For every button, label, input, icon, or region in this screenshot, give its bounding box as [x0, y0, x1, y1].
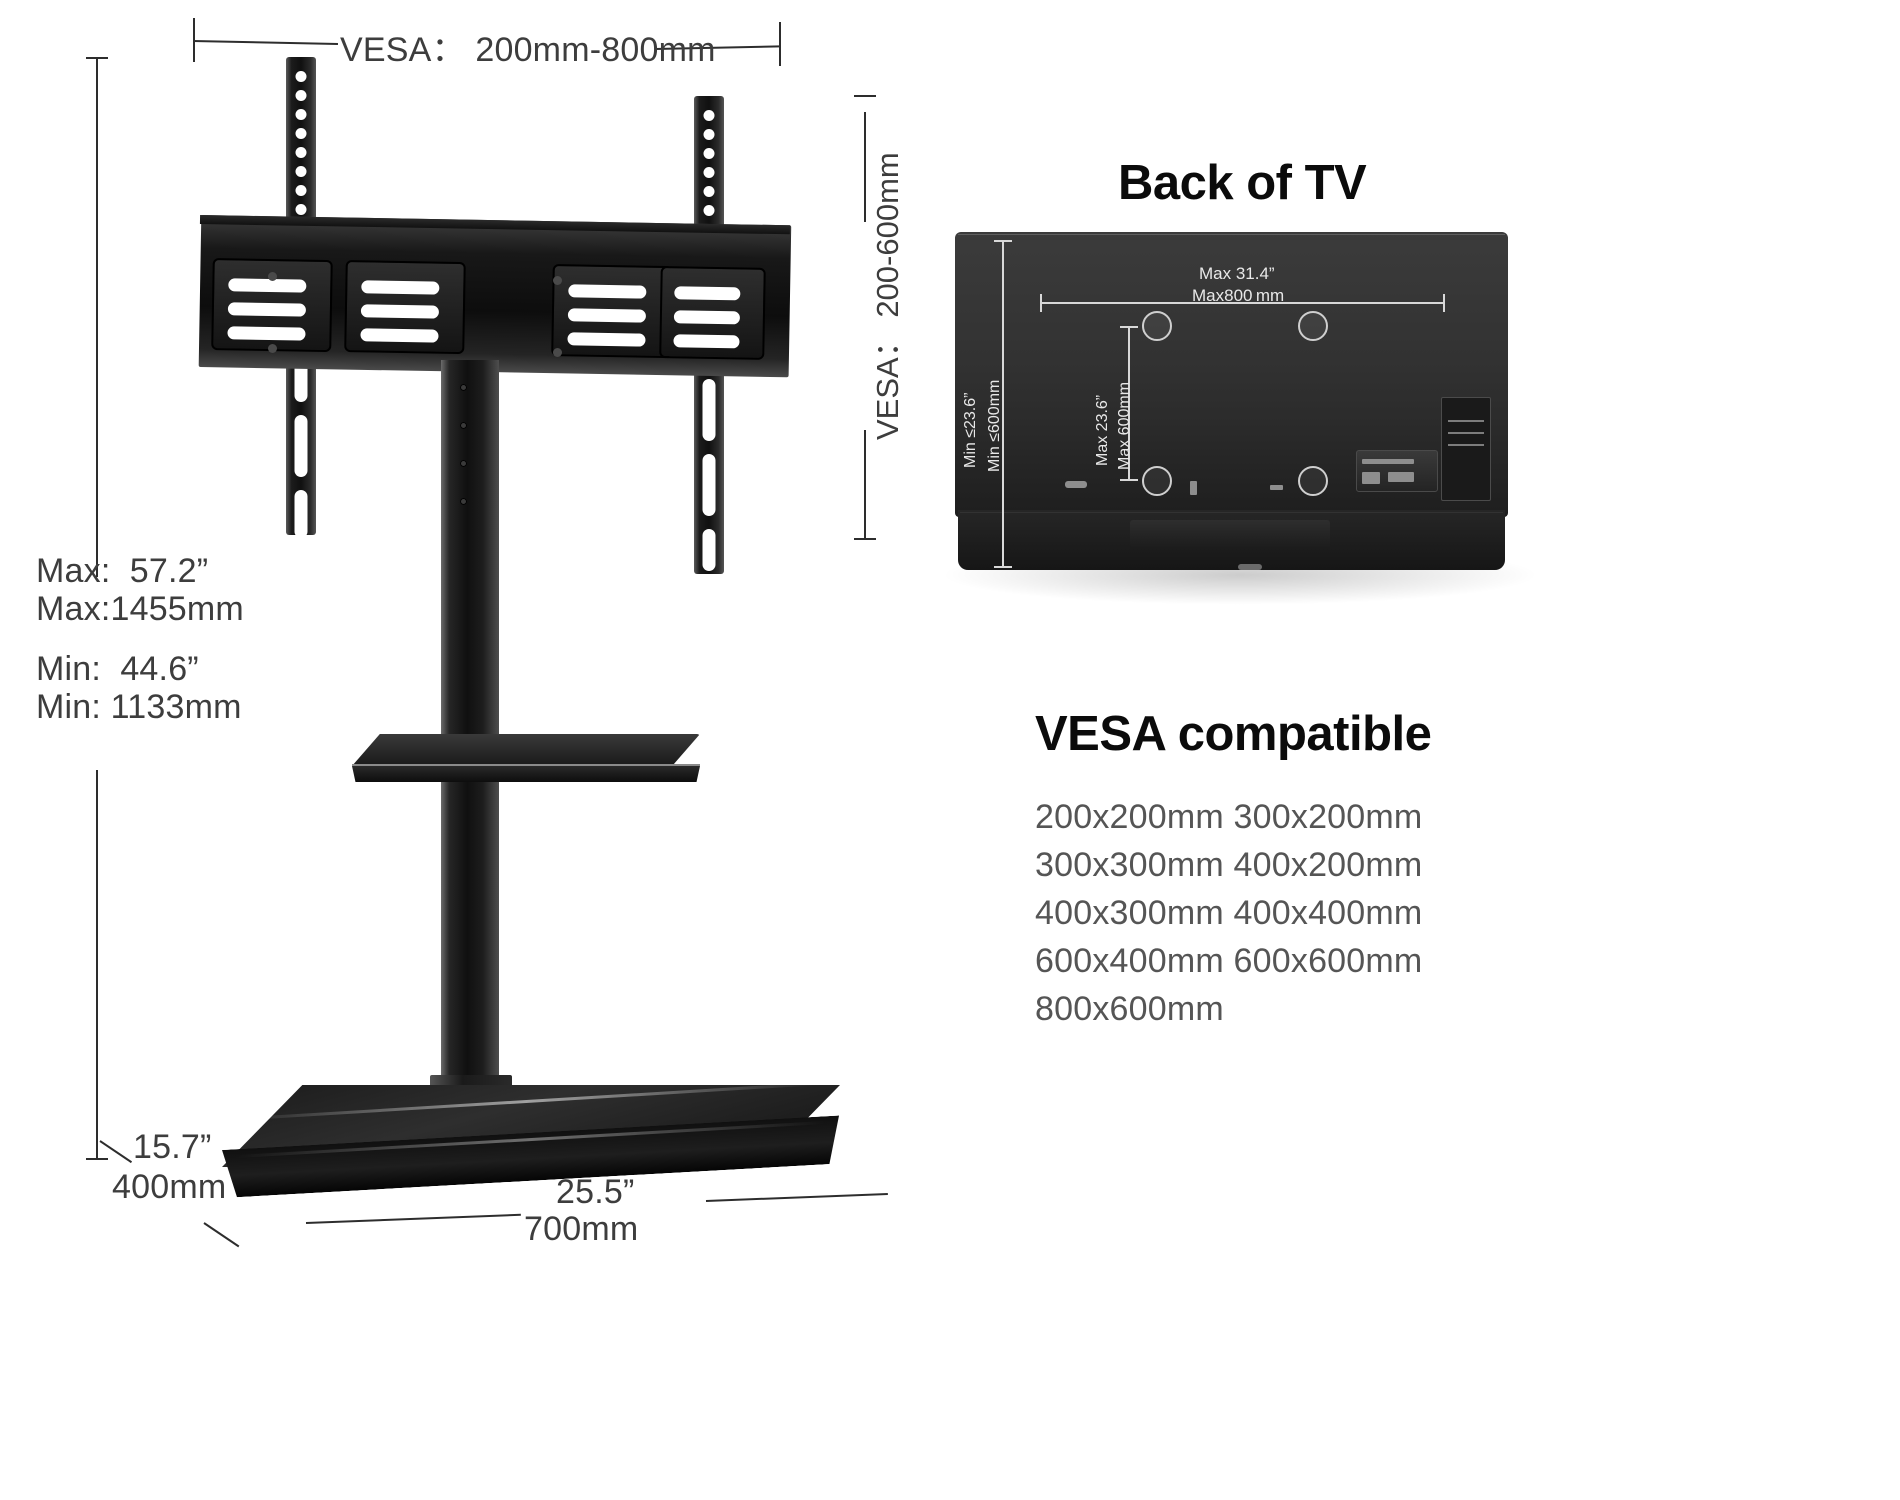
- tv-panel-min-tick-top: [994, 240, 1012, 242]
- tv-connector-bay: [1441, 397, 1491, 501]
- tv-stand-illustration: [0, 0, 900, 1450]
- vesa-height-tick-top: [854, 95, 876, 97]
- vesa-size-row-1: 200x200mm 300x200mm: [1035, 798, 1423, 836]
- vesa-compatible-heading: VESA compatible: [1035, 707, 1432, 761]
- tv-port-slot-1: [1362, 459, 1414, 464]
- base-depth-inch-label: 15.7”: [133, 1128, 212, 1166]
- vesa-height-dim-line: [864, 112, 866, 222]
- mount-plate-right: [551, 264, 673, 359]
- height-dim-tick-bottom: [86, 1158, 108, 1160]
- tv-vent-line-3: [1448, 444, 1484, 446]
- vesa-width-label: VESA： 200mm-800mm: [340, 31, 716, 69]
- vesa-width-right-tick: [779, 22, 781, 66]
- tv-clip-left: [1190, 481, 1197, 495]
- tv-height-tick-top: [1120, 326, 1138, 328]
- accessory-shelf-front: [352, 766, 700, 782]
- height-dim-tick-top: [86, 57, 108, 59]
- tv-housing-seam: [960, 512, 1503, 513]
- stand-column: [441, 360, 499, 1085]
- tv-width-max-mm-label: Max800 mm: [1192, 286, 1285, 305]
- tv-port-slot-3: [1388, 472, 1414, 482]
- tv-panel-min-inch-label: Min ≤23.6”: [962, 392, 979, 468]
- tv-port-panel: [1356, 450, 1438, 492]
- vesa-size-row-4: 600x400mm 600x600mm: [1035, 942, 1423, 980]
- vesa-hole-top-left: [1142, 311, 1172, 341]
- tv-height-dim-line: [1128, 326, 1130, 481]
- tv-height-tick-bottom: [1120, 479, 1138, 481]
- tv-vent-line-2: [1448, 432, 1484, 434]
- tv-panel-min-tick-bottom: [994, 566, 1012, 568]
- vesa-size-row-2: 300x300mm 400x200mm: [1035, 846, 1423, 884]
- vesa-height-dim-line-2: [864, 430, 866, 540]
- tv-width-tick-left: [1040, 294, 1042, 312]
- tv-height-max-inch-label: Max 23.6”: [1094, 394, 1111, 466]
- tv-width-max-inch-label: Max 31.4”: [1199, 264, 1275, 283]
- vesa-hole-bottom-left: [1142, 466, 1172, 496]
- height-dim-line-lower: [96, 770, 98, 1160]
- accessory-shelf-top: [352, 734, 700, 766]
- vesa-hole-top-right: [1298, 311, 1328, 341]
- mount-plate-right-2: [659, 266, 766, 360]
- base-depth-mm-label: 400mm: [112, 1168, 227, 1206]
- tv-panel-min-mm-label: Min ≤600mm: [986, 379, 1003, 472]
- vesa-width-left-tick: [193, 18, 195, 62]
- tv-width-dim-line: [1040, 302, 1445, 304]
- height-min-inch-label: Min: 44.6”: [36, 650, 199, 688]
- height-max-mm-label: Max:1455mm: [36, 590, 244, 628]
- tv-panel-min-dim-line: [1002, 240, 1004, 568]
- accessory-shelf-highlight: [352, 764, 700, 766]
- vesa-height-tick-bottom: [854, 538, 876, 540]
- mount-plate-left-2: [344, 260, 466, 355]
- height-min-mm-label: Min: 1133mm: [36, 688, 242, 726]
- height-max-inch-label: Max: 57.2”: [36, 552, 209, 590]
- tv-edge-highlight: [958, 234, 1505, 235]
- tv-vent-line-1: [1448, 420, 1484, 422]
- base-width-mm-label: 700mm: [524, 1210, 639, 1248]
- tv-foot-indicator: [1238, 564, 1262, 570]
- tv-width-tick-right: [1443, 294, 1445, 312]
- back-of-tv-heading: Back of TV: [1118, 156, 1367, 210]
- vesa-hole-bottom-right: [1298, 466, 1328, 496]
- base-width-inch-label: 25.5”: [556, 1173, 635, 1211]
- vesa-size-row-5: 800x600mm: [1035, 990, 1224, 1028]
- tv-height-max-mm-label: Max 600mm: [1116, 381, 1133, 470]
- vesa-size-row-3: 400x300mm 400x400mm: [1035, 894, 1423, 932]
- tv-clip-right: [1270, 485, 1283, 490]
- height-dim-line-upper: [96, 57, 98, 577]
- tv-sensor-marker: [1065, 481, 1087, 488]
- tv-port-slot-2: [1362, 472, 1380, 484]
